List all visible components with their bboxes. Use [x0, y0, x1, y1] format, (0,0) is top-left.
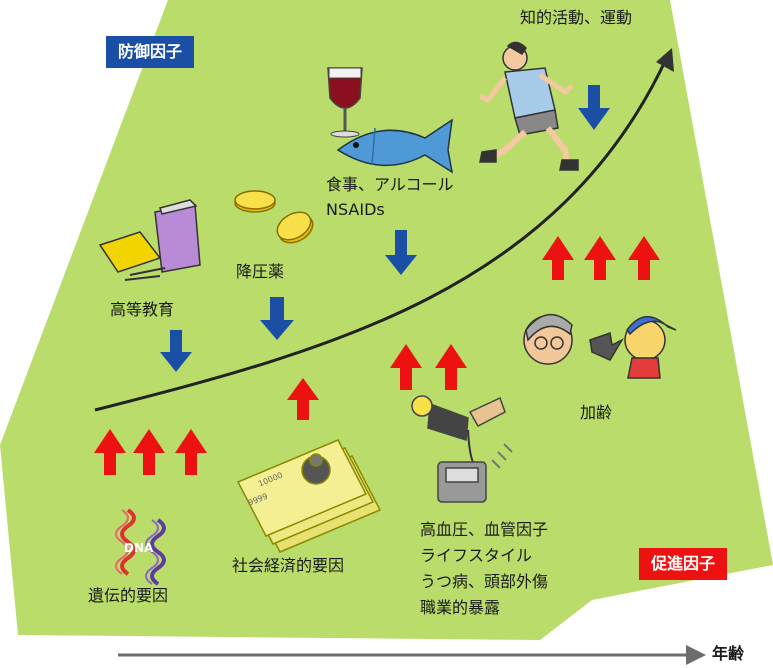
wine-glass-icon: [327, 67, 363, 138]
red-up-arrow: [542, 236, 574, 280]
label-nsaids: NSAIDs: [326, 200, 385, 219]
protective-arrows: [160, 85, 610, 372]
red-up-arrow: [435, 344, 467, 390]
fish-icon: [336, 118, 454, 174]
curve-arrowhead: [656, 48, 674, 72]
red-up-arrow: [390, 344, 422, 390]
label-socioeconomic: 社会経済的要因: [232, 556, 345, 575]
red-up-arrow: [287, 378, 319, 420]
blue-down-arrow: [578, 85, 610, 130]
red-up-arrow: [175, 429, 207, 475]
red-up-arrow: [94, 429, 126, 475]
label-antihypertensive: 降圧薬: [236, 262, 285, 281]
label-hypertension: 高血圧、血管因子: [420, 520, 549, 539]
label-lifestyle: ライフスタイル: [420, 546, 533, 565]
banknotes-icon: [236, 439, 382, 553]
promoting-arrows: [94, 236, 660, 475]
red-up-arrow: [628, 236, 660, 280]
age-axis-arrowhead: [686, 645, 706, 665]
label-occupational: 職業的暴露: [420, 598, 501, 617]
label-diet-alcohol: 食事、アルコール: [326, 175, 454, 194]
red-up-arrow: [133, 429, 165, 475]
label-x-axis-age: 年齢: [712, 644, 745, 663]
books-icon: [98, 199, 201, 281]
blue-down-arrow: [260, 297, 294, 340]
blue-down-arrow: [160, 330, 192, 372]
blood-pressure-monitor-icon: [411, 395, 513, 503]
coins-icon: [234, 190, 314, 244]
dna-text: DNA: [124, 541, 154, 555]
dna-icon: [115, 508, 166, 586]
label-higher-education: 高等教育: [110, 300, 175, 319]
label-cognitive-activity: 知的活動、運動: [520, 8, 633, 27]
risk-curve: [94, 54, 670, 412]
red-up-arrow: [584, 236, 616, 280]
runner-icon: [478, 41, 579, 171]
protective-factors-badge: 防御因子: [106, 36, 195, 68]
aging-faces-icon: [523, 314, 677, 379]
promoting-factors-badge: 促進因子: [639, 548, 728, 580]
label-genetic: 遺伝的要因: [88, 586, 169, 605]
blue-down-arrow: [385, 230, 417, 275]
label-depression: うつ病、頭部外傷: [420, 572, 549, 591]
label-aging: 加齢: [580, 403, 613, 422]
